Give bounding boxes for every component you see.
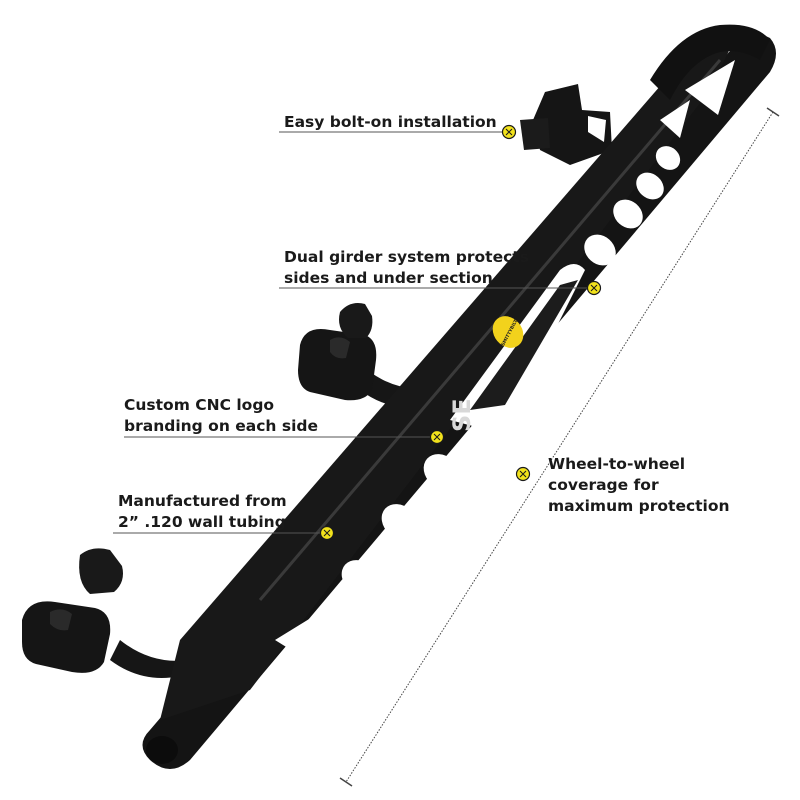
callout-text: maximum protection — [548, 497, 730, 515]
callout-tubing: Manufactured from 2” .120 wall tubing — [118, 491, 287, 533]
middle-mount-arm — [298, 303, 448, 407]
callout-text: Wheel-to-wheel — [548, 455, 686, 473]
callout-text: Dual girder system protects — [284, 248, 529, 266]
callout-cnc-logo: Custom CNC logo branding on each side — [124, 395, 318, 437]
callout-dual-girder: Dual girder system protects sides and un… — [284, 247, 529, 289]
dimension-line — [339, 107, 780, 787]
leader-lines — [113, 131, 594, 534]
callout-text: coverage for — [548, 476, 659, 494]
cnc-logo: SE — [448, 398, 476, 432]
callout-bolt-on: Easy bolt-on installation — [284, 112, 497, 133]
callout-text: branding on each side — [124, 417, 318, 435]
rock-slider-rail — [142, 24, 776, 770]
callout-text: sides and under section — [284, 269, 493, 287]
marker-icon — [515, 466, 531, 482]
marker-icon — [501, 124, 517, 140]
callout-text: Manufactured from — [118, 492, 287, 510]
callout-text: 2” .120 wall tubing — [118, 513, 286, 531]
brand-badge: SMITTYBILT — [492, 316, 524, 348]
callout-text: Custom CNC logo — [124, 396, 275, 414]
marker-icon — [586, 280, 602, 296]
marker-icon — [429, 429, 445, 445]
rear-mount-bracket — [520, 84, 612, 165]
callout-coverage: Wheel-to-wheel coverage for maximum prot… — [548, 454, 730, 517]
callout-text: Easy bolt-on installation — [284, 113, 497, 131]
marker-icon — [319, 525, 335, 541]
callout-markers — [319, 124, 602, 541]
